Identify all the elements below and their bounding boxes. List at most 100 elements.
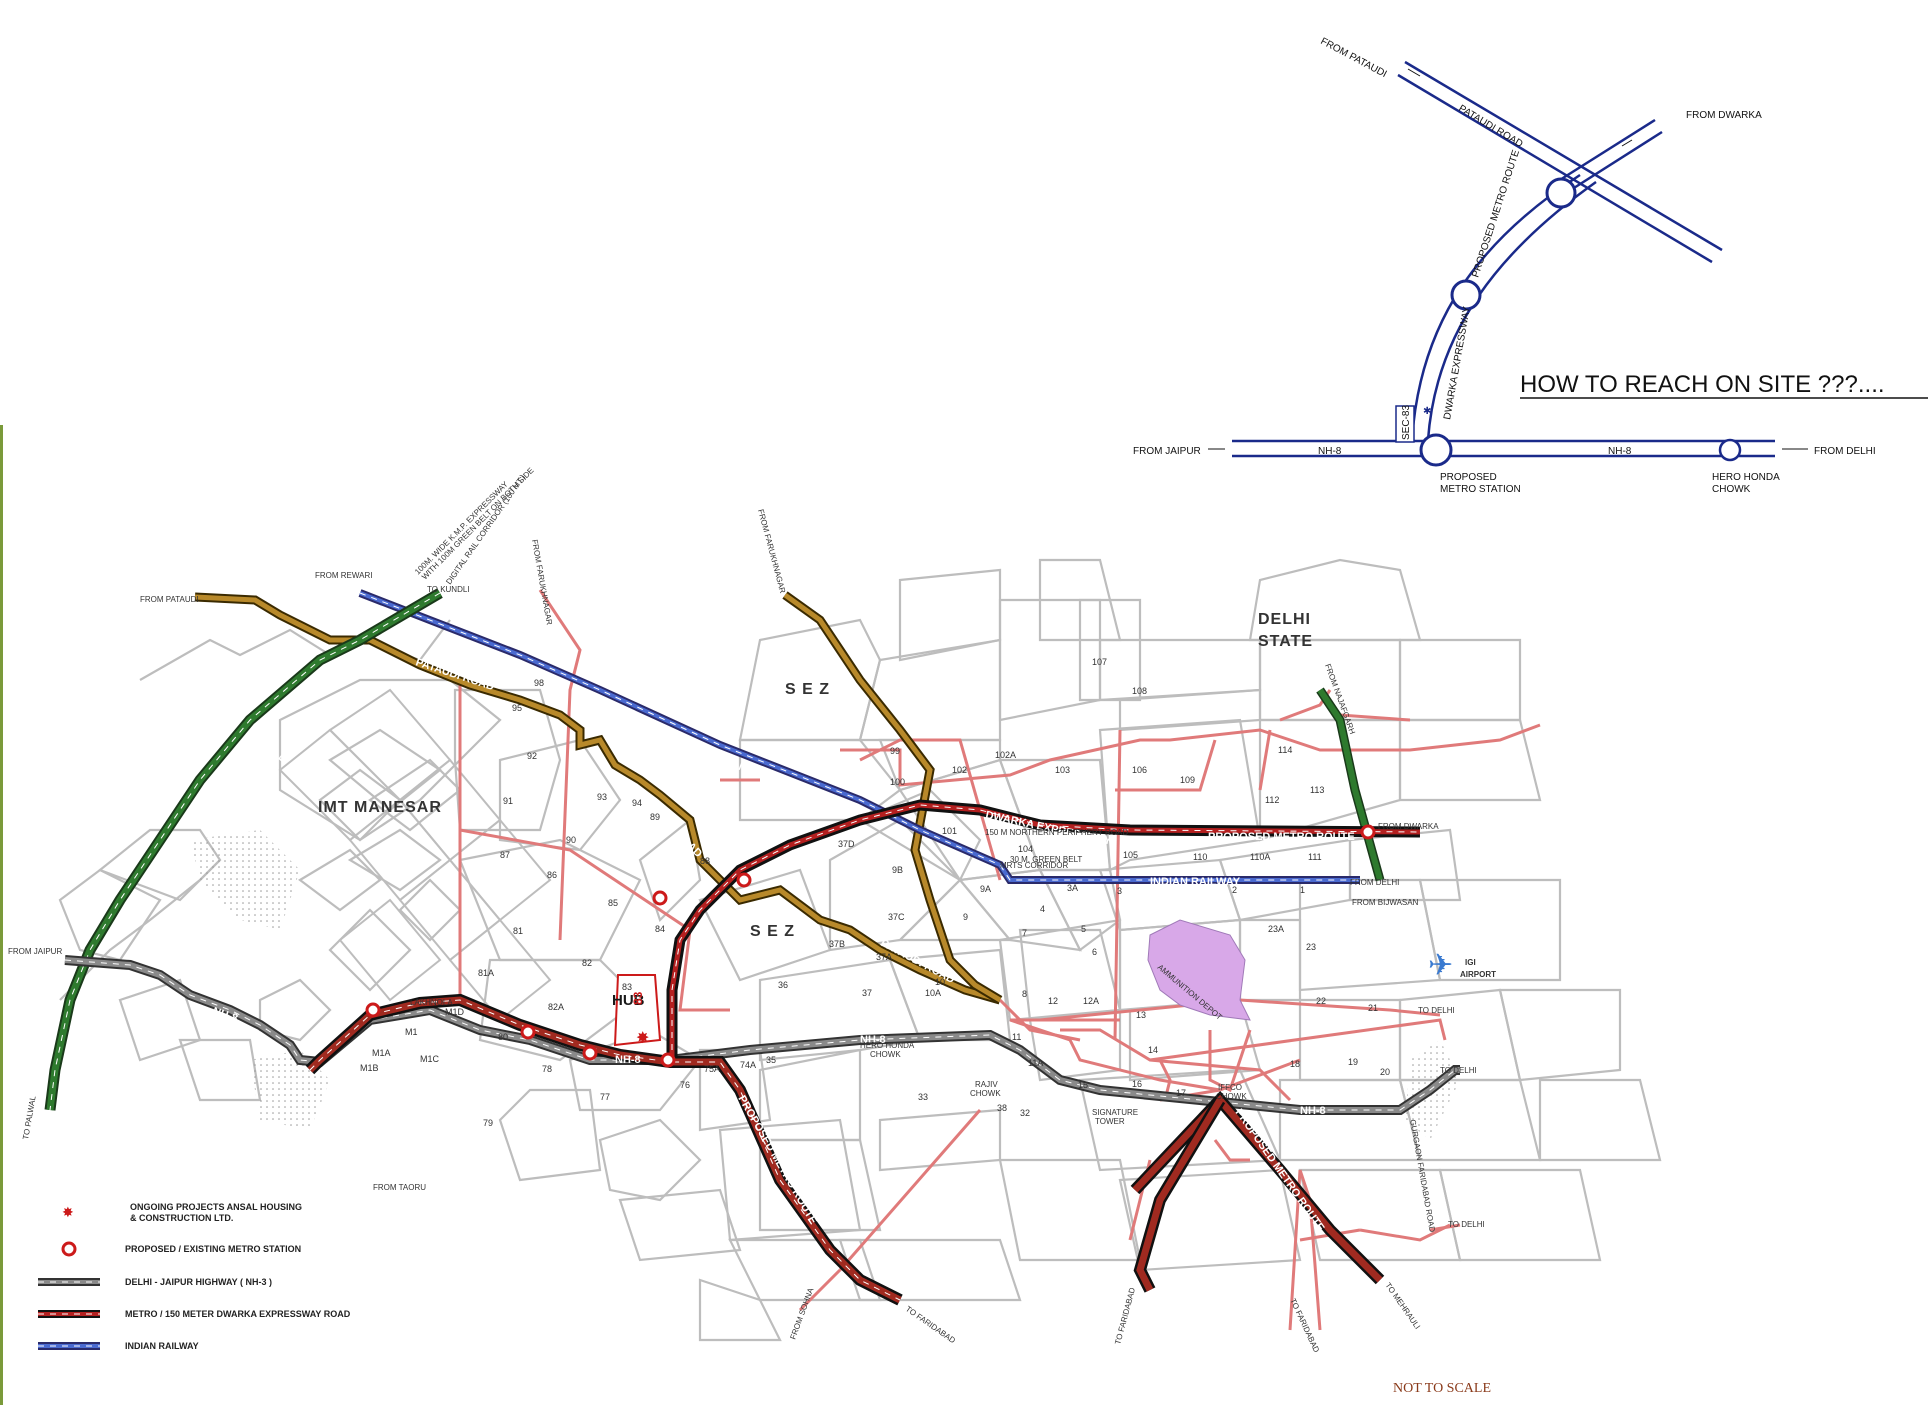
inset-nh8-left: NH-8 [1318, 446, 1342, 457]
sector-number-label: 37B [829, 939, 845, 949]
sector-number-label: 38 [997, 1103, 1007, 1113]
inset-metro-route-label: PROPOSED METRO ROUTE [1470, 148, 1522, 279]
inset-nh8 [1232, 439, 1775, 458]
sector-number-label: 89 [650, 812, 660, 822]
sector-number-label: 102A [995, 750, 1016, 760]
metro-station-icon [582, 1045, 598, 1061]
sector-number-label: M1D [445, 1007, 465, 1017]
sector-number-label: M1A [372, 1048, 391, 1058]
iffco-chowk-l2: CHOWK [1216, 1092, 1247, 1101]
from-taoru-label: FROM TAORU [373, 1183, 426, 1192]
sector-number-label: 5 [1081, 924, 1086, 934]
gurgaon-faridabad-note: GURGAON FARIDABAD ROAD [1408, 1119, 1437, 1233]
sector-number-label: 98 [534, 678, 544, 688]
sector-number-label: 12A [1083, 996, 1099, 1006]
sector-number-label: 11A [1028, 1058, 1043, 1068]
sector-number-label: 78 [542, 1064, 552, 1074]
inset-pataudi-road [1397, 60, 1723, 264]
to-faridabad-label-2: TO FARIDABAD [1113, 1286, 1137, 1345]
inset-sec83-label: SEC-83 [1401, 405, 1412, 440]
inset-metro-station-icon [1450, 279, 1482, 311]
inset-arrow-dwarka [1621, 139, 1633, 147]
sector-number-label: 87 [500, 850, 510, 860]
sector-number-label: 91 [503, 796, 513, 806]
sector-number-label: 77 [600, 1092, 610, 1102]
from-sohna-label: FROM SOHNA [788, 1286, 815, 1341]
sector-number-label: 13 [1136, 1010, 1146, 1020]
sector-number-label: 37 [862, 988, 872, 998]
sector-number-label: 3 [1117, 886, 1122, 896]
sector-number-label: 21 [1368, 1003, 1378, 1013]
sector-number-label: 92 [527, 751, 537, 761]
hub83-site-boundary [613, 974, 662, 1047]
sector-number-label: 7 [1022, 928, 1027, 938]
pataudi-road-label-1: PATAUDI ROAD [414, 656, 496, 693]
delhi-state-l1: DELHI [1258, 611, 1311, 628]
sector-number-label: 112 [1265, 795, 1279, 805]
from-delhi-label: FROM DELHI [1350, 878, 1399, 887]
from-jaipur-label: FROM JAIPUR [8, 947, 62, 956]
legend-label: ONGOING PROJECTS ANSAL HOUSING [130, 1202, 302, 1212]
sector-number-label: 10A [925, 988, 941, 998]
sector-number-label: 95 [512, 703, 522, 713]
sector-number-label: 4 [1040, 904, 1045, 914]
sector-number-label: 80 [498, 1032, 508, 1042]
indian-railway [358, 589, 1360, 884]
sector-number-label: 100 [890, 777, 905, 787]
sector-number-label: 105 [1123, 850, 1138, 860]
igi-airport-l2: AIRPORT [1460, 970, 1496, 979]
sector-number-label: 23 [1306, 942, 1316, 952]
sector-number-label: 10 [935, 977, 945, 987]
legend-item: PROPOSED / EXISTING METRO STATION [61, 1241, 301, 1257]
legend-label: DELHI - JAIPUR HIGHWAY ( NH-3 ) [125, 1277, 272, 1287]
hub-name-label: HUB [612, 992, 645, 1009]
inset-site-star-icon: ✱ [1423, 406, 1431, 417]
sector-number-label: 37D [838, 839, 855, 849]
inset-dwarka-expressway [1410, 173, 1597, 441]
inset-from-dwarka: FROM DWARKA [1686, 110, 1762, 121]
from-pataudi-label: FROM PATAUDI [140, 595, 199, 604]
mrts-corridor-label: MRTS CORRIDOR [1000, 861, 1069, 870]
green-belt-label: 30 M. GREEN BELT [1010, 855, 1082, 864]
signature-tower-l1: SIGNATURE [1092, 1108, 1138, 1117]
sector-number-label: 88 [700, 856, 710, 866]
sector-number-label: M1C [420, 1054, 440, 1064]
inset-map: SEC-83 ✱ FROM PATAUDI FROM DWARKA PATAUD… [1133, 36, 1928, 495]
inset-title: HOW TO REACH ON SITE ???.... [1520, 371, 1885, 398]
inset-dwarka-road [1554, 118, 1663, 195]
inset-nh8-right: NH-8 [1608, 446, 1632, 457]
site-star-icon: ✸ [636, 1030, 649, 1047]
lakhnola-label: LAKHNOLA [410, 998, 453, 1007]
sector-number-label: 113 [1310, 785, 1324, 795]
inset-from-delhi: FROM DELHI [1814, 446, 1876, 457]
railway-label-3: INDIAN RAILWAY [1150, 876, 1241, 888]
inset-hero-honda-l1: HERO HONDA [1712, 472, 1780, 483]
sector-number-label: 76 [680, 1080, 690, 1090]
metro-route-label-2: PROPOSED METRO ROUTE [735, 1094, 819, 1227]
to-faridabad-label-3: TO FARIDABAD [1288, 1297, 1321, 1354]
dwarka-expressway [666, 799, 1421, 1062]
hero-honda-chowk-l2: CHOWK [870, 1050, 901, 1059]
metro-route-label-1: PROPOSED METRO ROUTE [1208, 831, 1355, 843]
not-to-scale-label: NOT TO SCALE [1393, 1381, 1491, 1396]
rajiv-chowk-l1: RAJIV [975, 1080, 998, 1089]
sector-number-label: M1 [405, 1027, 418, 1037]
sector-number-label: 75A [704, 1064, 720, 1074]
sector-number-label: 110A [1250, 852, 1270, 862]
sector-number-label: 102 [952, 765, 967, 775]
sector-number-label: 74A [740, 1060, 756, 1070]
nh8-label-3: NH-8 [860, 1034, 886, 1046]
from-farukhnagar-label-1: FROM FARUKHNAGAR [530, 539, 554, 626]
inset-from-pataudi: FROM PATAUDI [1319, 36, 1389, 80]
sector-number-label: 17 [1176, 1088, 1186, 1098]
sector-number-label: 90 [566, 835, 576, 845]
sector-number-label: 81 [513, 926, 523, 936]
nh8-label-5: NH-8 [1300, 1105, 1326, 1117]
legend-item: ✸ONGOING PROJECTS ANSAL HOUSING& CONSTRU… [62, 1202, 302, 1223]
metro-station-icon [1360, 824, 1376, 840]
legend-label: INDIAN RAILWAY [125, 1341, 199, 1351]
sector-number-label: 114 [1278, 745, 1292, 755]
nh8-label-4: NH-8 [1055, 1094, 1081, 1106]
nh8-label-2: NH-8 [615, 1054, 641, 1066]
